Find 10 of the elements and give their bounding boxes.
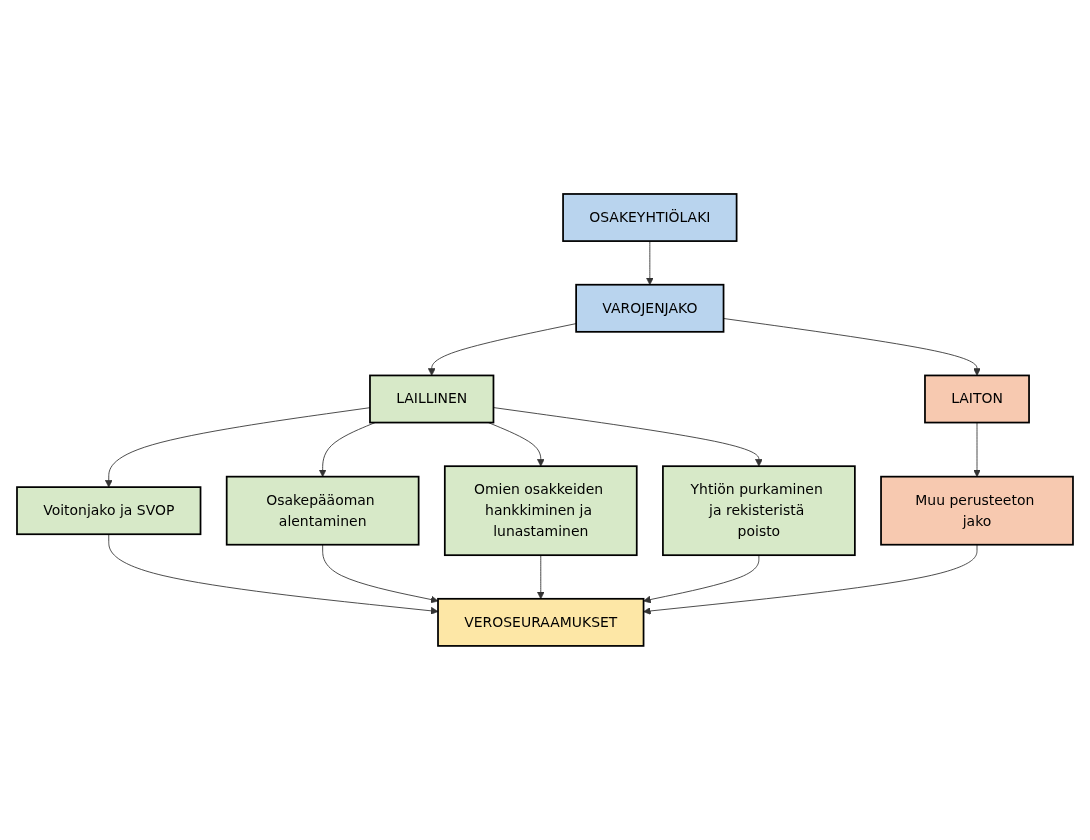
node-box: Muu perusteeton jako <box>880 475 1074 546</box>
node-box: OSAKEYHTIÖLAKI <box>562 193 738 242</box>
node-box: LAITON <box>924 374 1030 424</box>
node-box: Voitonjako ja SVOP <box>16 486 202 536</box>
node-box: Osakepääoman alentaminen <box>225 475 420 546</box>
node-box: LAILLINEN <box>369 374 495 424</box>
node-box: Yhtiön purkaminen ja rekisteristä poisto <box>662 465 856 557</box>
node-box: VEROSEURAAMUKSET <box>437 598 645 647</box>
node-box: Omien osakkeiden hankkiminen ja lunastaminen <box>443 465 638 557</box>
node-box: VAROJENJAKO <box>575 283 725 333</box>
